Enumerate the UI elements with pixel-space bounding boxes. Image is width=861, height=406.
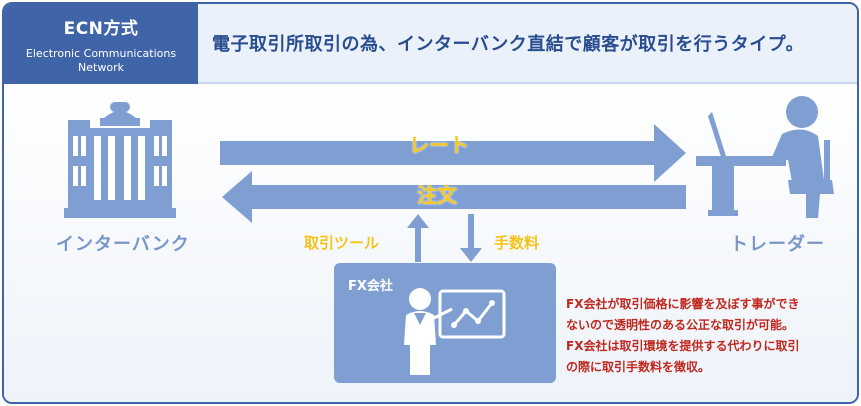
fx-company-box: FX会社: [334, 263, 556, 383]
header-title: ECN方式: [63, 19, 139, 39]
commission-label: 手数料: [494, 234, 540, 252]
order-label: 注文: [417, 183, 457, 207]
presenter-chart-icon: [404, 288, 506, 375]
left-arrow-icon: [222, 171, 686, 223]
trading-tool-label: 取引ツール: [304, 234, 380, 252]
header-tab: ECN方式 Electronic Communications Network: [4, 4, 198, 84]
fx-company-title: FX会社: [348, 279, 393, 294]
bank-building-icon: [64, 102, 176, 218]
header-subtitle-line2: Network: [78, 61, 124, 74]
trader-at-desk-icon: [696, 96, 834, 218]
note-line-4: の際に取引手数料を徴収。: [566, 360, 711, 374]
note-line-3: FX会社は取引環境を提供する代わりに取引: [566, 339, 800, 353]
down-arrow-icon: [460, 214, 482, 262]
note-line-2: ないので透明性のある公正な取引が可能。: [566, 318, 795, 332]
fx-company-note: FX会社が取引価格に影響を及ぼす事ができ ないので透明性のある公正な取引が可能。…: [566, 294, 852, 378]
header-description: 電子取引所取引の為、インターバンク直結で顧客が取引を行うタイプ。: [198, 4, 857, 84]
rate-label: レート: [409, 133, 469, 157]
header-subtitle-line1: Electronic Communications: [25, 47, 177, 60]
interbank-label: インターバンク: [56, 234, 190, 255]
note-line-1: FX会社が取引価格に影響を及ぼす事ができ: [566, 297, 800, 311]
trader-label: トレーダー: [730, 234, 825, 255]
up-arrow-icon: [407, 214, 429, 262]
right-arrow-icon: [220, 124, 686, 182]
